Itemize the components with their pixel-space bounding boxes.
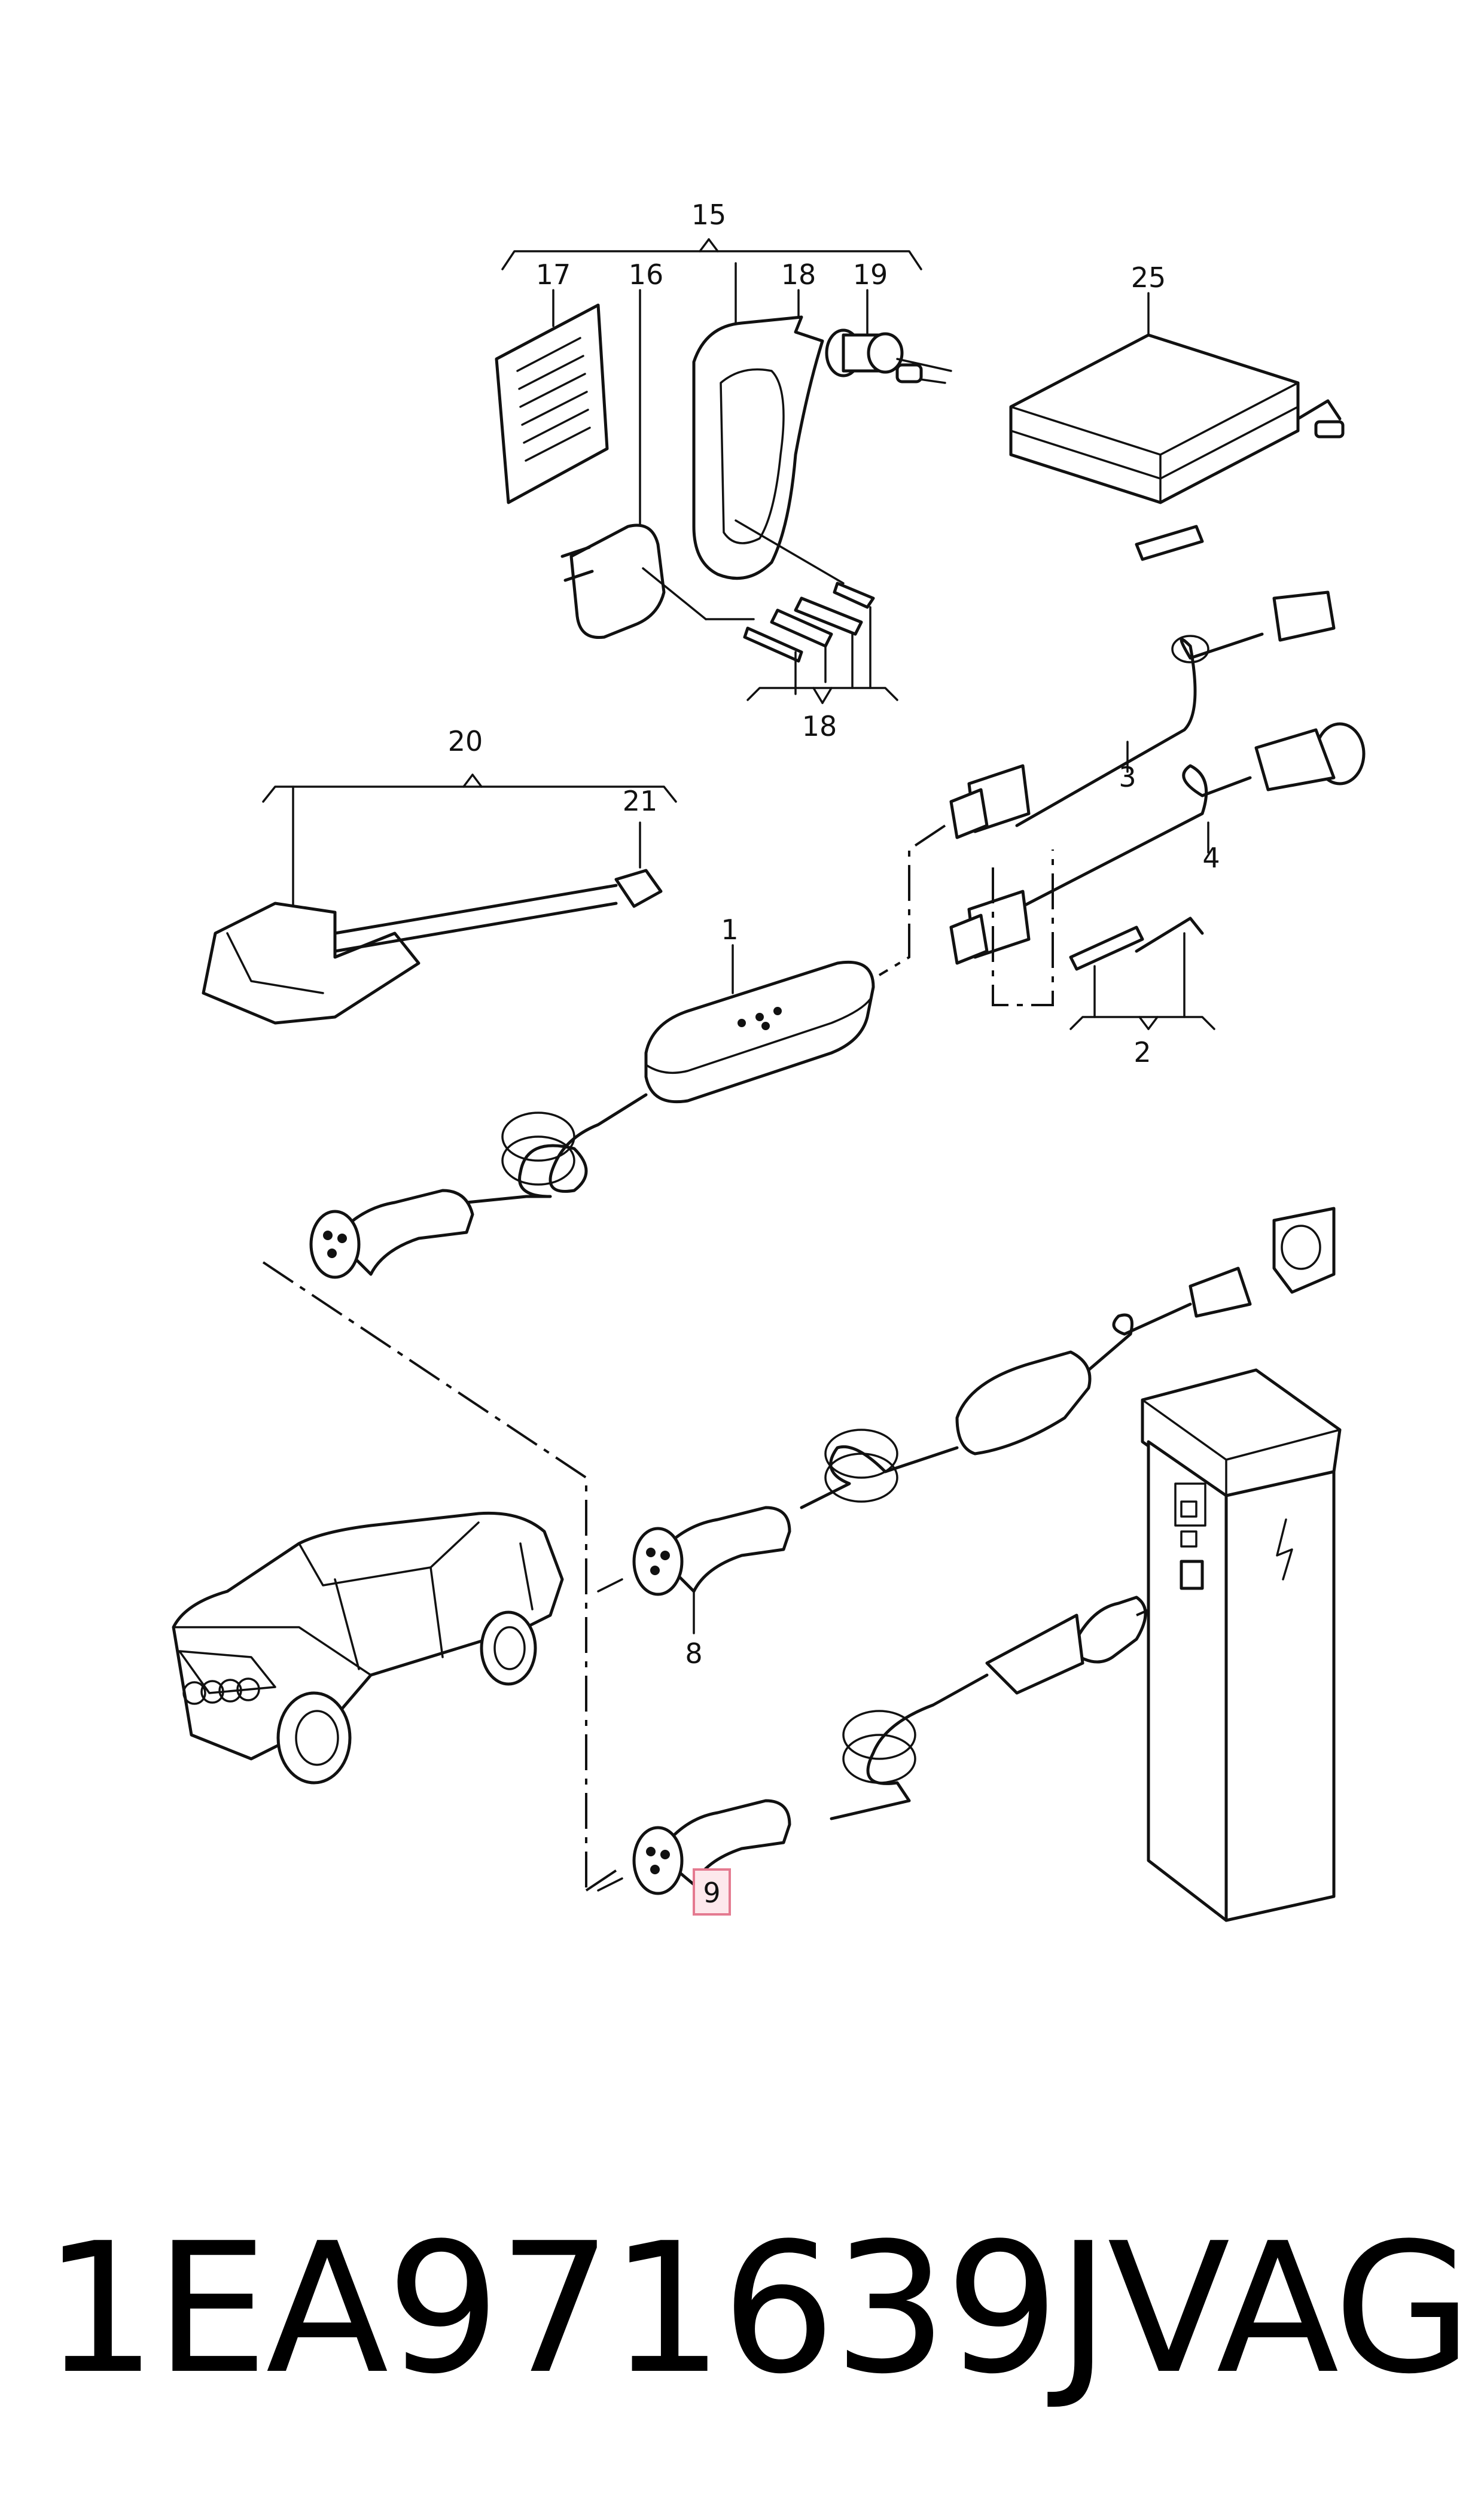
callout-15: 15	[691, 199, 727, 231]
parts-exploded-diagram: 15 17 16 18 19 25 18 20 21 3 4 1 2 8 9	[172, 199, 1366, 1922]
charging-station	[1141, 1368, 1342, 1922]
household-charging-cable	[597, 1207, 1336, 1634]
callout-4: 4	[1202, 842, 1220, 874]
callout-9: 9	[703, 1877, 720, 1909]
brand-name: VAG	[1107, 2205, 1472, 2413]
assignment-line	[262, 1261, 587, 1890]
callout-18-bottom: 18	[802, 710, 837, 742]
callout-2: 2	[1133, 1036, 1151, 1068]
callout-25: 25	[1131, 261, 1166, 294]
callout-3: 3	[1119, 761, 1136, 793]
callout-19: 19	[853, 258, 888, 291]
mains-cables	[878, 590, 1366, 1006]
callout-17: 17	[536, 258, 571, 291]
wall-holder-group	[495, 238, 952, 704]
callout-8: 8	[685, 1637, 702, 1670]
callout-9-highlight	[693, 1868, 731, 1916]
part-code-footer: 1EA971639J VAG	[43, 2205, 1473, 2413]
vehicle-suv	[172, 1511, 564, 1785]
callout-20: 20	[448, 725, 483, 757]
callout-1: 1	[721, 914, 738, 946]
callout-labels: 15 17 16 18 19 25 18 20 21 3 4 1 2 8 9	[448, 199, 1220, 1916]
carrying-case	[1009, 292, 1345, 561]
public-charging-cable	[597, 1590, 1191, 1895]
part-number: 1EA971639J	[43, 2205, 1110, 2413]
control-box-cable	[309, 944, 875, 1279]
callout-21: 21	[623, 785, 658, 817]
callout-18-top: 18	[781, 258, 816, 291]
callout-16: 16	[629, 258, 664, 291]
cable-holder	[202, 774, 677, 1025]
bolt-and-key	[1069, 917, 1215, 1030]
